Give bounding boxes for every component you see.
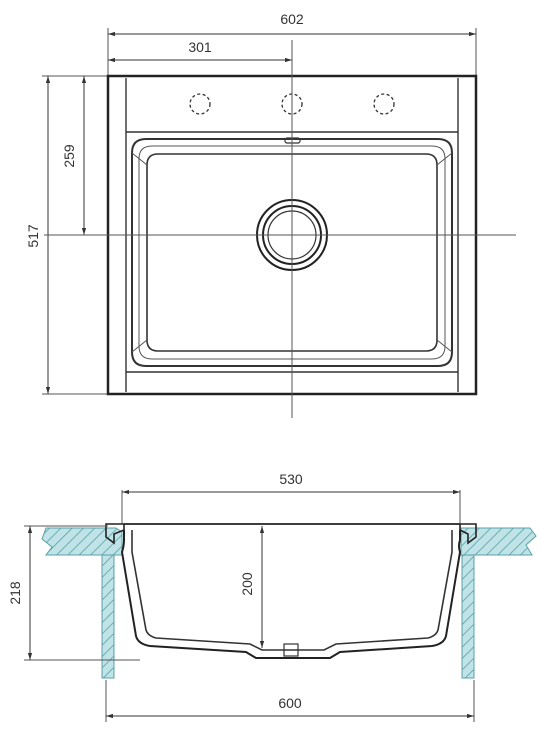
dimension-label-drain-offset: 259 xyxy=(61,144,77,168)
top-view: 602 301 517 259 xyxy=(25,11,516,418)
section-view: 530 200 xyxy=(7,471,537,722)
dimension-label-half-width: 301 xyxy=(188,39,212,55)
sink-section-outline xyxy=(105,523,477,659)
cabinet-wall-right xyxy=(461,554,475,679)
dimension-bowl-width: 530 xyxy=(121,471,461,524)
dimension-outer-width: 600 xyxy=(105,680,475,722)
dimension-label-bowl-width: 530 xyxy=(279,471,303,487)
dimension-label-overall-width: 602 xyxy=(280,11,304,27)
countertop-right xyxy=(460,527,537,556)
dimension-label-total-depth: 218 xyxy=(7,581,23,605)
cabinet-wall-left xyxy=(101,554,115,679)
countertop-left xyxy=(41,527,123,556)
dimension-label-bowl-depth: 200 xyxy=(239,572,255,596)
bowl-outline xyxy=(131,138,453,367)
dimension-drain-offset: 259 xyxy=(61,76,87,235)
tap-hole-left-icon xyxy=(189,93,211,115)
dimension-label-outer-width: 600 xyxy=(278,695,302,711)
dimension-half-width: 301 xyxy=(108,39,292,63)
dimension-label-overall-height: 517 xyxy=(25,224,41,248)
tap-hole-right-icon xyxy=(373,93,395,115)
dimension-bowl-depth: 200 xyxy=(239,526,265,648)
dimension-total-depth: 218 xyxy=(7,525,140,661)
dimension-overall-width: 602 xyxy=(108,11,476,37)
